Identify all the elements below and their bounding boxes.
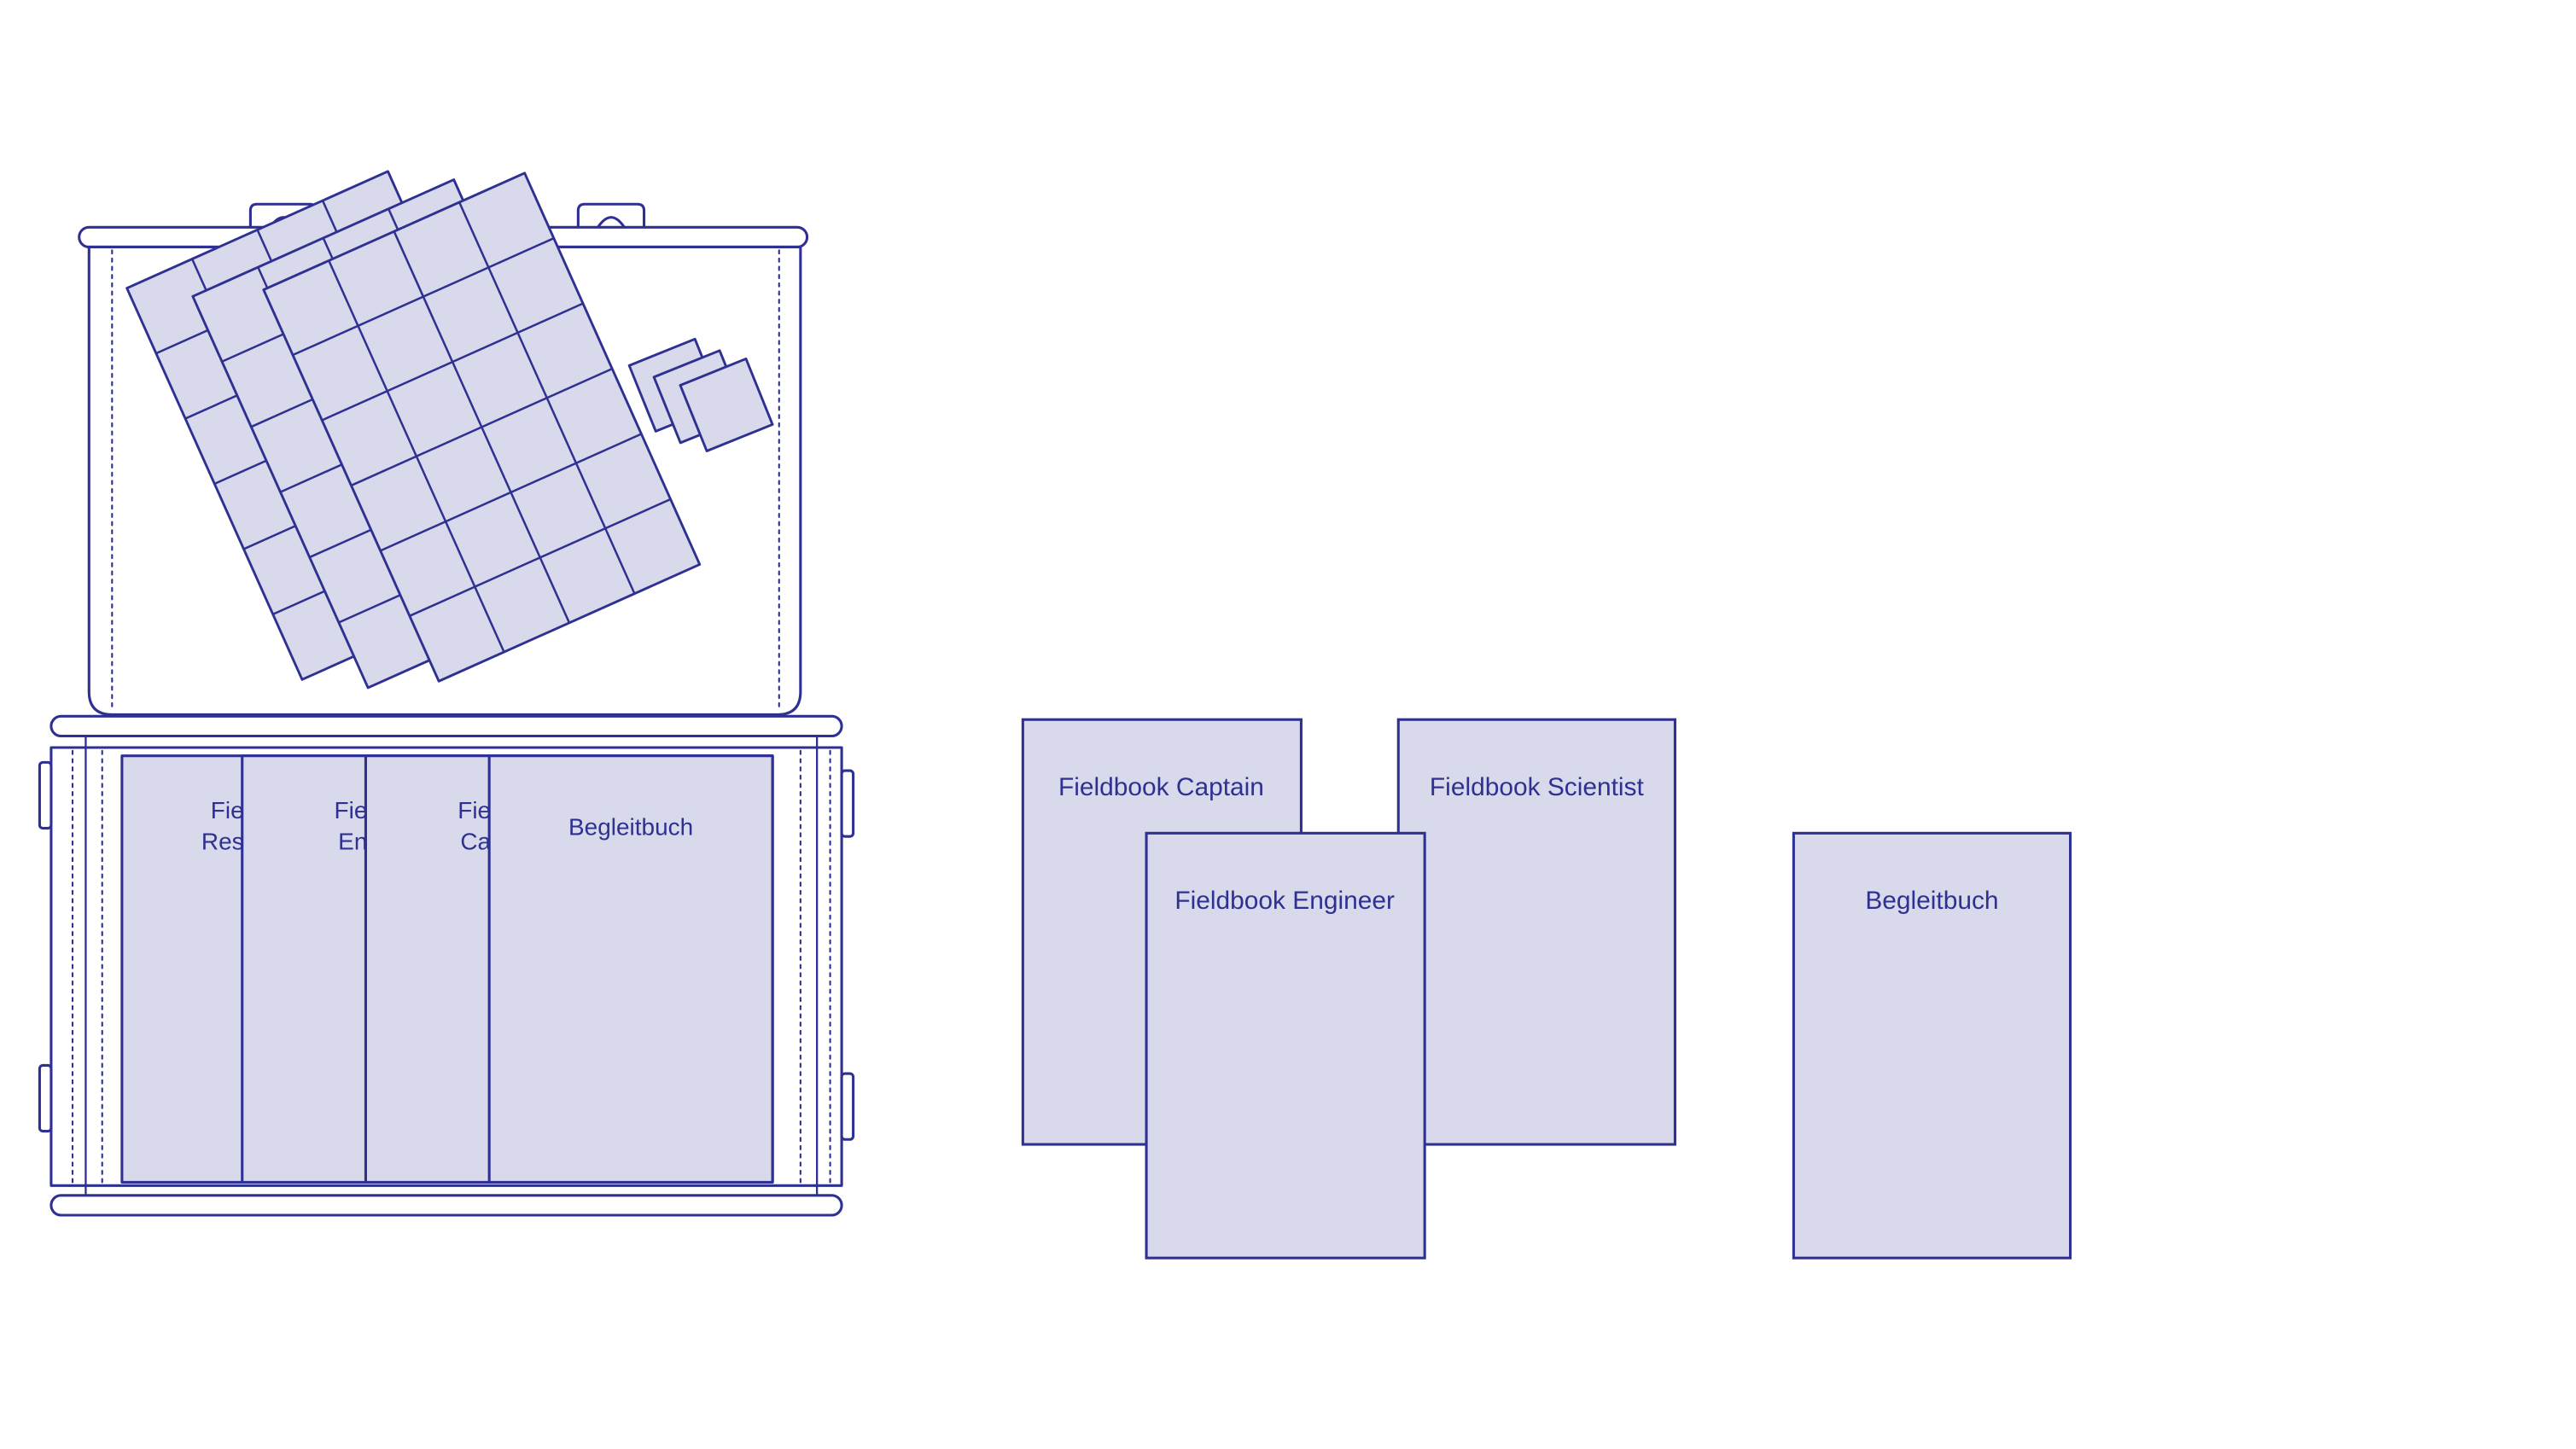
case-booklet-front: [487, 754, 774, 1184]
booklet-fieldbook-scientist: [1396, 718, 1676, 1146]
card-sheets: [125, 170, 702, 690]
booklet-fieldbook-engineer: [1145, 831, 1426, 1260]
bottom-rail: [50, 1194, 843, 1217]
booklet-begleitbuch: [1792, 831, 2072, 1260]
case-spine-3-line1: Fie: [458, 797, 491, 823]
booklet-scientist-title: Fieldbook Scientist: [1430, 773, 1645, 801]
loose-tiles: [627, 337, 774, 452]
card-grid-line: [321, 302, 584, 422]
card-sheet: [262, 172, 702, 683]
case-spine-2-line2: En: [338, 829, 367, 855]
booklet-engineer-title: Fieldbook Engineer: [1174, 887, 1395, 915]
case-spine-labels: Fie Res Fie En Fie Ca: [201, 797, 491, 855]
card-grid-line: [409, 498, 672, 617]
case-spine-1-line1: Fie: [211, 797, 244, 823]
hinge-rail: [50, 714, 843, 738]
card-grid-line: [292, 237, 555, 357]
lid-latch-right: [576, 202, 646, 229]
side-handle-left-bottom: [38, 1063, 53, 1133]
card-grid-line: [380, 433, 642, 552]
side-handle-right-top: [840, 769, 855, 838]
booklet-captain-title: Fieldbook Captain: [1058, 773, 1264, 801]
booklet-begleitbuch-title: Begleitbuch: [1865, 887, 1998, 915]
case-front-book-label: Begleitbuch: [568, 813, 693, 840]
card-grid-line: [350, 367, 613, 487]
case-spine-1-line2: Res: [201, 829, 244, 855]
case-spine-3-line2: Ca: [460, 829, 491, 855]
side-handle-right-bottom: [840, 1072, 855, 1141]
open-case: [38, 202, 855, 1217]
loose-tile: [679, 358, 774, 452]
side-handle-left-top: [38, 760, 53, 830]
case-spine-2-line1: Fie: [335, 797, 368, 823]
